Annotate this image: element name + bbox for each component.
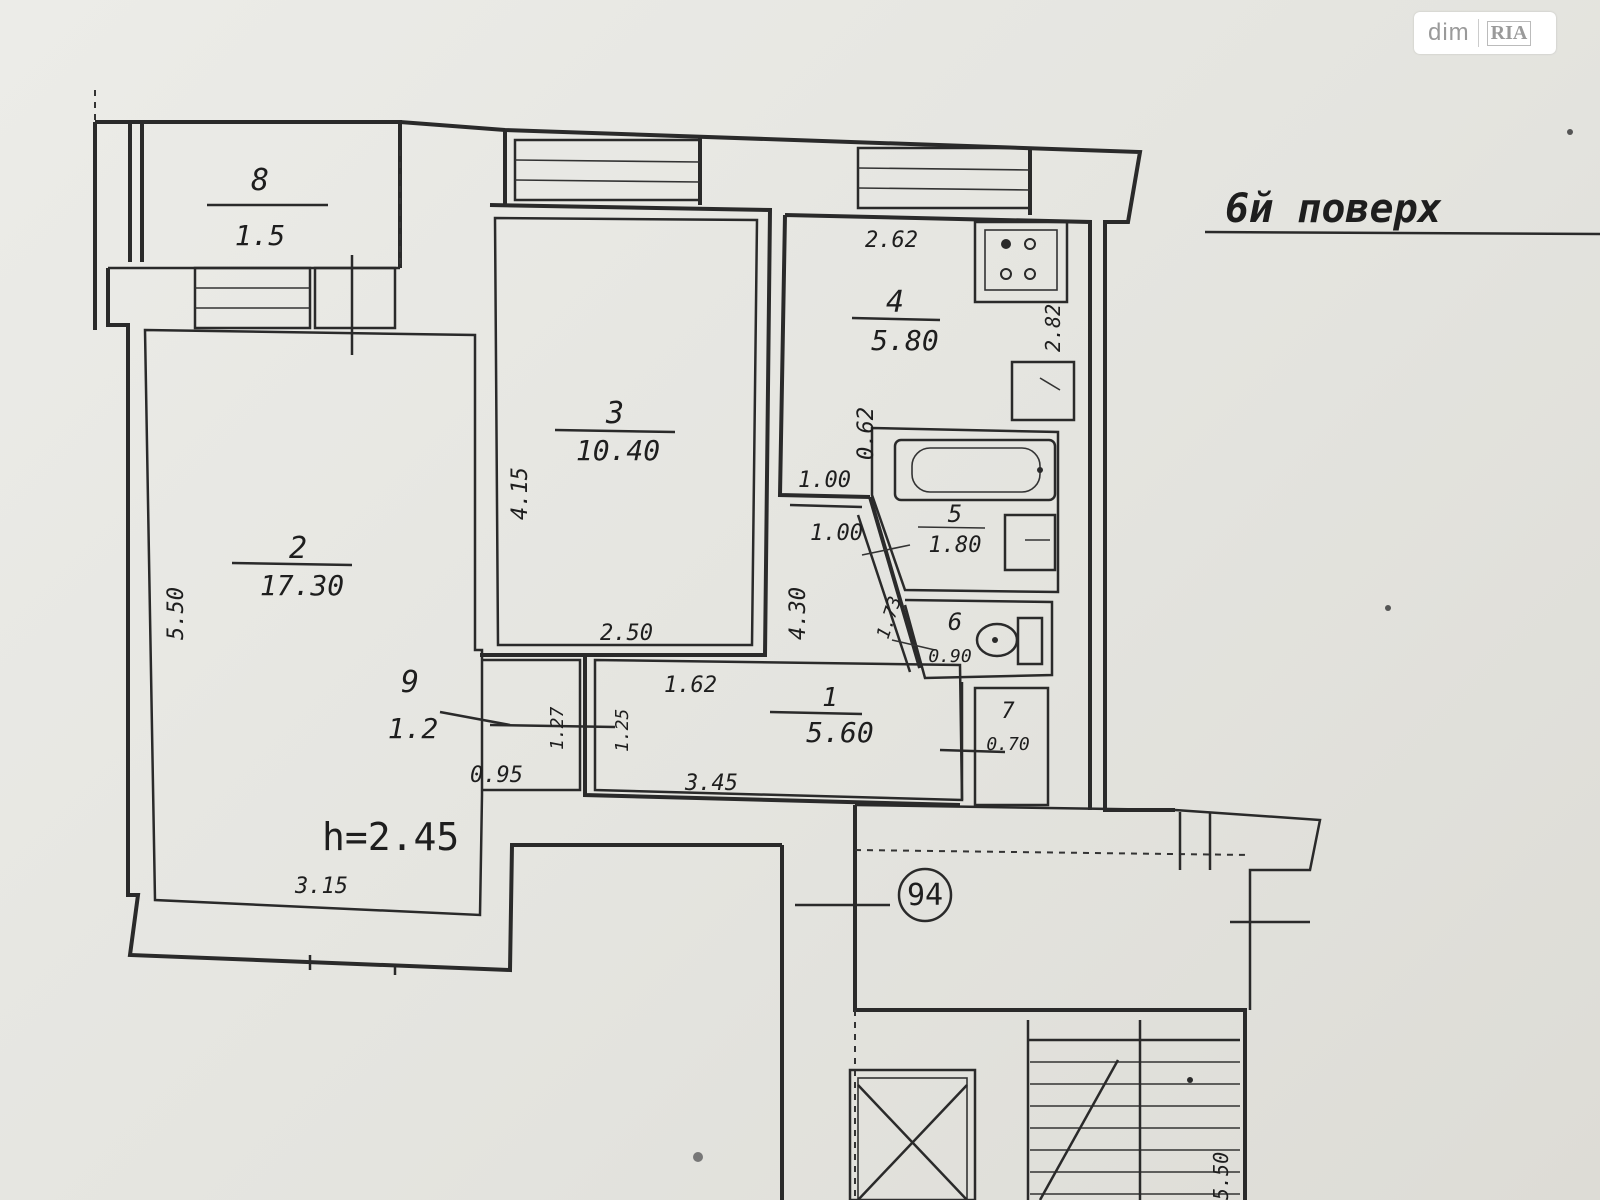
room-2-outline [106,266,782,975]
dim-room-4-width: 2.62 [865,228,918,253]
room-8-area: 1.5 [235,219,286,252]
room-1-number: 1 [822,683,838,713]
bathtub-icon [893,438,1057,502]
room-5-fraction-line [917,526,986,529]
room-4-area: 5.80 [871,324,938,357]
room-7-area: 0.70 [986,734,1029,755]
room-9-number: 9 [401,665,419,700]
apartment-number-circle [897,867,953,923]
paper-speck [1567,129,1573,135]
stove-icon [973,220,1069,304]
dim-corridor-430: 4.30 [786,587,811,640]
window-room-3 [513,138,702,202]
dim-ria-logo[interactable]: dim RIA [1414,12,1556,54]
dim-095: 0.95 [470,763,523,788]
kitchen-sink-icon [1010,360,1076,422]
dim-door-100-b: 1.00 [810,521,863,546]
dim-room-3-height: 4.15 [508,467,533,520]
elevator-shaft-icon [848,1068,977,1200]
dim-wall-062: 0.62 [854,407,879,460]
washbasin-icon [1003,513,1057,572]
room-9-outline [439,658,616,792]
room-2-number: 2 [289,531,307,566]
room-7-number: 7 [1001,699,1015,724]
window-room-4 [856,146,1032,210]
dim-diagonal-173: 1.73 [873,594,906,642]
dim-corridor-345: 3.45 [684,771,738,796]
door-mark [891,639,936,651]
door-mark [789,503,863,509]
room-4-number: 4 [886,285,904,320]
ceiling-height: h=2.45 [322,815,459,859]
room-3-outline [480,203,773,657]
room-6-area: 0.90 [928,646,971,667]
logo-separator [1477,19,1479,47]
paper-speck [693,1152,703,1162]
dim-room-4-height: 2.82 [1041,304,1065,352]
room-2-fraction-line [231,561,353,567]
room-1-fraction-line [769,710,863,716]
dim-door-100-a: 1.00 [798,468,851,493]
logo-sub-brand: RIA [1486,20,1532,46]
floor-title: 6й поверх [1225,186,1442,232]
dim-127: 1.27 [547,706,568,750]
room-1-outline [583,496,964,807]
apartment-number: 94 [907,878,943,913]
floor-title-underline [1204,230,1600,236]
dim-room-3-width: 2.50 [600,621,653,646]
dim-corridor-162: 1.62 [664,673,717,698]
dim-stair: 5.50 [1209,1152,1233,1200]
room-5-outline [870,426,1060,594]
door-mark [861,544,911,556]
stairs-icon [1026,1020,1240,1200]
room-5-number: 5 [948,500,962,528]
room-2-area: 17.30 [260,569,344,602]
room-9-area: 1.2 [388,712,439,745]
room-5-area: 1.80 [929,533,982,558]
outer-walls [193,120,1175,812]
paper-speck [1385,605,1391,611]
window-room-2 [193,255,397,355]
room-6-outline [903,598,1054,680]
room-4-outline [777,213,1092,810]
room-3-area: 10.40 [576,434,660,467]
room-8-number: 8 [251,163,269,198]
dim-125: 1.25 [612,709,633,752]
room-3-number: 3 [605,396,624,431]
room-4-fraction-line [851,316,941,322]
room-3-fraction-line [554,428,676,434]
dim-room-2-width: 3.15 [294,874,348,899]
logo-brand: dim [1428,19,1470,46]
dim-room-2-height: 5.50 [164,587,189,640]
stairwell [780,803,1322,1200]
room-1-area: 5.60 [806,716,873,749]
room-6-number: 6 [948,608,962,636]
toilet-icon [975,616,1044,666]
